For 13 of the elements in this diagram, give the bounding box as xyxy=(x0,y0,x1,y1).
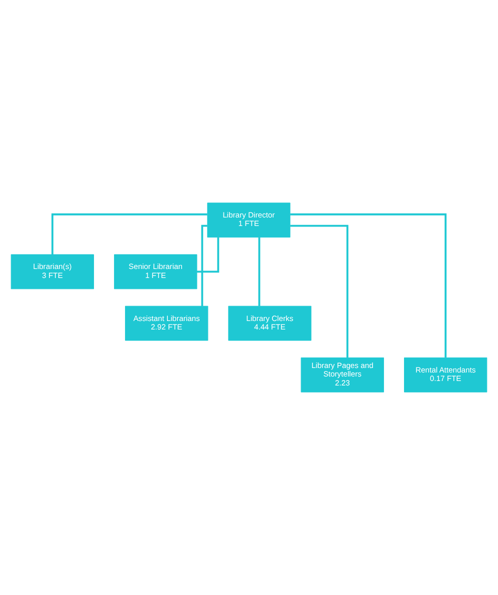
connector xyxy=(197,237,220,273)
connector xyxy=(51,213,208,254)
node-box: Assistant Librarians 2.92 FTE xyxy=(125,306,208,341)
node-box: Library Pages and Storytellers 2.23 xyxy=(300,357,384,392)
connector xyxy=(290,213,447,358)
connector xyxy=(290,224,348,358)
node-box: Library Clerks 4.44 FTE xyxy=(228,306,312,341)
connector xyxy=(258,237,260,306)
node-box: Rental Attendants 0.17 FTE xyxy=(404,357,488,392)
connector xyxy=(201,224,208,306)
node-box: Senior Librarian 1 FTE xyxy=(114,254,198,290)
node-box: Library Director 1 FTE xyxy=(207,202,290,238)
node-box: Librarian(s) 3 FTE xyxy=(10,254,94,290)
